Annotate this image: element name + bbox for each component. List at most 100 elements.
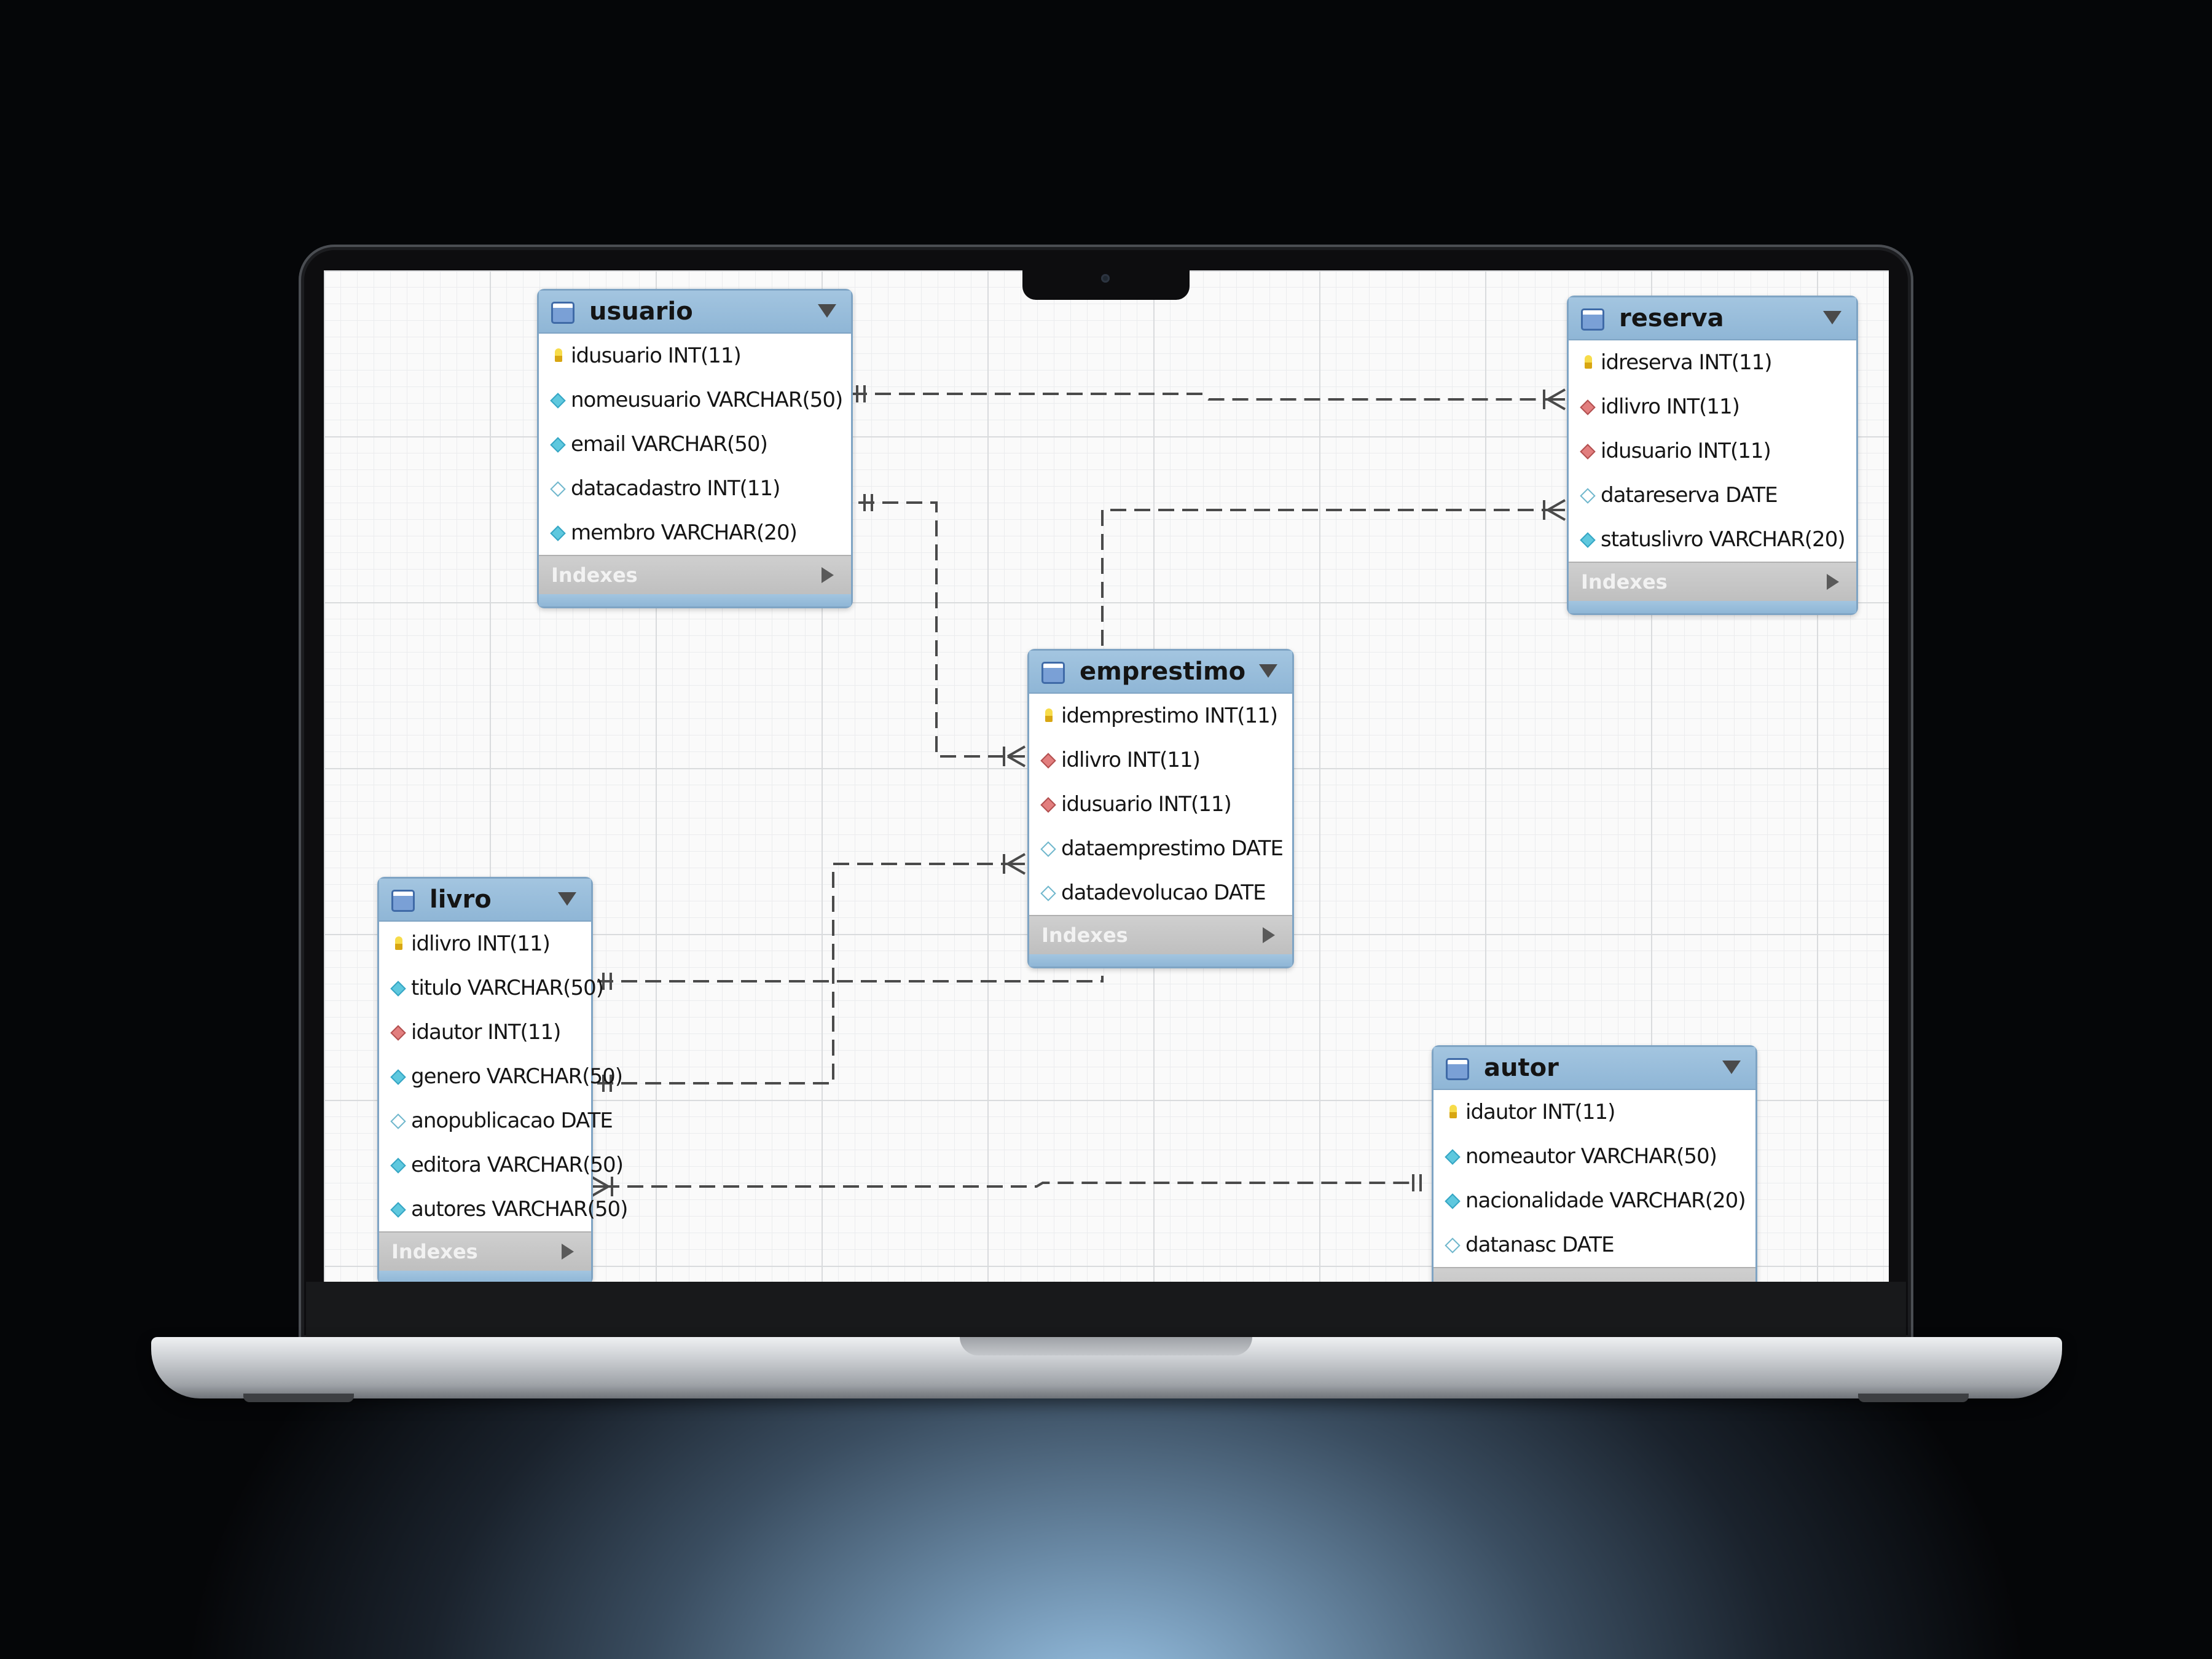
primary-key-icon (555, 348, 562, 362)
table-title: emprestimo (1080, 657, 1246, 686)
many-cardinality-mark (1547, 509, 1566, 521)
column-row[interactable]: idautor INT(11) (1433, 1090, 1755, 1134)
many-cardinality-mark (590, 1185, 609, 1198)
column-row[interactable]: autores VARCHAR(50) (379, 1187, 628, 1231)
indexes-section[interactable]: Indexes (1029, 915, 1292, 954)
column-label: titulo VARCHAR(50) (411, 976, 604, 1000)
table-livro[interactable]: livro idlivro INT(11) titulo VARCHAR(50) id… (377, 877, 628, 1285)
column-label: datacadastro INT(11) (571, 476, 780, 501)
column-row[interactable]: idreserva INT(11) (1569, 340, 1856, 385)
column-row[interactable]: idlivro INT(11) (379, 922, 591, 966)
screen-bottom-bezel (306, 1282, 1906, 1338)
column-label: nomeusuario VARCHAR(50) (571, 388, 843, 412)
column-label: datanasc DATE (1465, 1233, 1615, 1257)
table-bottom-bar (379, 1271, 591, 1283)
column-label: idemprestimo INT(11) (1061, 704, 1278, 728)
relationship-line[interactable] (597, 863, 1013, 1084)
not-null-column-icon (550, 437, 566, 453)
foreign-key-icon (390, 1025, 406, 1041)
table-icon (1446, 1058, 1469, 1080)
expand-arrow-icon[interactable] (562, 1244, 574, 1260)
column-row[interactable]: idusuario INT(11) (539, 334, 851, 378)
column-row[interactable]: nacionalidade VARCHAR(20) (1433, 1179, 1755, 1223)
expand-arrow-icon[interactable] (1827, 574, 1839, 590)
relationship-line[interactable] (858, 501, 1013, 758)
column-row[interactable]: statuslivro VARCHAR(20) (1569, 517, 1856, 562)
table-bottom-bar (1029, 954, 1292, 967)
primary-key-icon (1045, 708, 1053, 722)
column-label: autores VARCHAR(50) (411, 1197, 628, 1222)
collapse-arrow-icon[interactable] (1823, 311, 1841, 324)
column-row[interactable]: idlivro INT(11) (1029, 738, 1292, 782)
laptop-foot-right (1858, 1394, 1969, 1402)
column-row[interactable]: nomeusuario VARCHAR(50) (539, 378, 851, 422)
column-row[interactable]: idusuario INT(11) (1029, 782, 1292, 826)
column-label: anopublicacao DATE (411, 1108, 613, 1133)
relationship-line[interactable] (1101, 509, 1553, 646)
nullable-column-icon (1445, 1237, 1461, 1253)
not-null-column-icon (550, 525, 566, 541)
column-row[interactable]: datareserva DATE (1569, 473, 1856, 517)
column-row[interactable]: genero VARCHAR(50) (379, 1054, 623, 1099)
column-row[interactable]: titulo VARCHAR(50) (379, 966, 604, 1010)
column-row[interactable]: editora VARCHAR(50) (379, 1143, 624, 1187)
expand-arrow-icon[interactable] (1263, 927, 1275, 943)
column-row[interactable]: email VARCHAR(50) (539, 422, 851, 466)
many-cardinality-mark (1547, 388, 1566, 401)
relationship-line[interactable] (597, 976, 1104, 982)
column-row[interactable]: idlivro INT(11) (1569, 385, 1856, 429)
nullable-column-icon (550, 481, 566, 497)
nullable-column-icon (390, 1113, 406, 1129)
table-header[interactable]: usuario (539, 291, 851, 334)
relationship-line[interactable] (603, 1182, 1414, 1188)
many-cardinality-mark (1007, 745, 1026, 758)
indexes-label: Indexes (1581, 570, 1668, 594)
collapse-arrow-icon[interactable] (1259, 664, 1277, 678)
column-row[interactable]: idautor INT(11) (379, 1010, 591, 1054)
table-header[interactable]: reserva (1569, 297, 1856, 340)
collapse-arrow-icon[interactable] (1722, 1061, 1741, 1074)
indexes-section[interactable]: Indexes (539, 555, 851, 594)
collapse-arrow-icon[interactable] (558, 892, 576, 906)
indexes-section[interactable]: Indexes (1569, 562, 1856, 601)
indexes-section[interactable]: Indexes (379, 1231, 591, 1271)
table-title: usuario (589, 297, 693, 326)
column-row[interactable]: dataemprestimo DATE (1029, 826, 1292, 871)
relationship-line[interactable] (851, 393, 1553, 401)
many-cardinality-mark (1547, 398, 1566, 410)
column-row[interactable]: datacadastro INT(11) (539, 466, 851, 511)
expand-arrow-icon[interactable] (822, 567, 834, 583)
indexes-label: Indexes (551, 563, 638, 587)
column-row[interactable]: nomeautor VARCHAR(50) (1433, 1134, 1755, 1179)
table-emprestimo[interactable]: emprestimo idemprestimo INT(11) idlivro IN… (1027, 649, 1294, 968)
indexes-label: Indexes (391, 1240, 478, 1263)
primary-key-icon (395, 936, 402, 950)
not-null-column-icon (390, 1202, 406, 1218)
collapse-arrow-icon[interactable] (818, 304, 836, 318)
table-header[interactable]: emprestimo (1029, 651, 1292, 694)
column-label: idusuario INT(11) (1601, 439, 1771, 463)
column-row[interactable]: idusuario INT(11) (1569, 429, 1856, 473)
column-row[interactable]: membro VARCHAR(20) (539, 511, 851, 555)
table-title: livro (429, 885, 492, 914)
column-label: idlivro INT(11) (1061, 748, 1201, 772)
column-row[interactable]: datadevolucao DATE (1029, 871, 1292, 915)
table-icon (551, 302, 575, 324)
table-header[interactable]: autor (1433, 1047, 1755, 1090)
primary-key-icon (1449, 1105, 1457, 1118)
column-label: statuslivro VARCHAR(20) (1601, 527, 1846, 552)
table-header[interactable]: livro (379, 879, 591, 922)
not-null-column-icon (1580, 532, 1596, 548)
not-null-column-icon (390, 1158, 406, 1174)
column-row[interactable]: datanasc DATE (1433, 1223, 1755, 1267)
table-usuario[interactable]: usuario idusuario INT(11) nomeusuario VARC… (537, 289, 853, 608)
er-diagram-canvas[interactable]: usuario idusuario INT(11) nomeusuario VARC… (324, 270, 1889, 1308)
column-label: membro VARCHAR(20) (571, 520, 798, 545)
column-label: idlivro INT(11) (1601, 394, 1740, 419)
column-row[interactable]: idemprestimo INT(11) (1029, 694, 1292, 738)
foreign-key-icon (1580, 399, 1596, 415)
column-row[interactable]: anopublicacao DATE (379, 1099, 613, 1143)
